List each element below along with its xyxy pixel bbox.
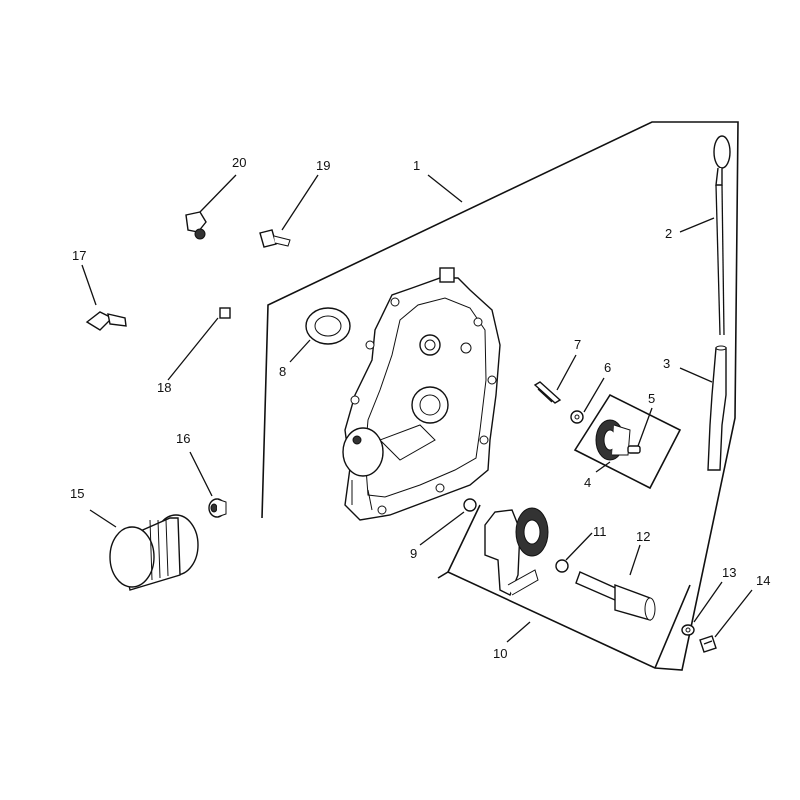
callout-1: 1	[413, 158, 420, 173]
callout-4: 4	[584, 475, 591, 490]
callout-7: 7	[574, 337, 581, 352]
o-ring-9	[463, 498, 477, 512]
dipstick-tube	[707, 345, 727, 471]
filter-nipple	[208, 498, 227, 518]
breather-valve	[185, 211, 207, 240]
o-ring-11	[555, 559, 569, 573]
callout-18: 18	[157, 380, 171, 395]
oil-filter	[109, 514, 199, 591]
callout-13: 13	[722, 565, 736, 580]
callout-17: 17	[72, 248, 86, 263]
callout-14: 14	[756, 573, 770, 588]
oil-pump-frame	[447, 504, 481, 573]
gear-frame	[573, 393, 682, 490]
callout-2: 2	[665, 226, 672, 241]
callout-16: 16	[176, 431, 190, 446]
gear-pin	[627, 445, 641, 454]
callout-19: 19	[316, 158, 330, 173]
elbow-fitting	[85, 311, 127, 331]
callout-3: 3	[663, 356, 670, 371]
crankcase-cover	[342, 267, 501, 521]
oil-seal	[305, 307, 351, 345]
oil-pump-frame-bottom	[654, 584, 691, 669]
drain-bolt	[699, 635, 717, 653]
pump-rotor	[575, 571, 656, 621]
leader-lines	[81, 174, 753, 643]
callout-10: 10	[493, 646, 507, 661]
bolt-19	[259, 229, 291, 248]
shaft	[533, 381, 562, 404]
dipstick	[713, 135, 731, 336]
callout-6: 6	[604, 360, 611, 375]
callout-11: 11	[593, 524, 607, 539]
callout-8: 8	[279, 364, 286, 379]
callout-9: 9	[410, 546, 417, 561]
oil-pump	[484, 507, 549, 596]
washer-13	[681, 624, 695, 636]
gear	[595, 419, 631, 461]
callout-12: 12	[636, 529, 650, 544]
callout-20: 20	[232, 155, 246, 170]
washer	[570, 410, 584, 424]
assembly-frame	[261, 121, 739, 671]
callout-5: 5	[648, 391, 655, 406]
callout-15: 15	[70, 486, 84, 501]
plug	[219, 307, 231, 319]
